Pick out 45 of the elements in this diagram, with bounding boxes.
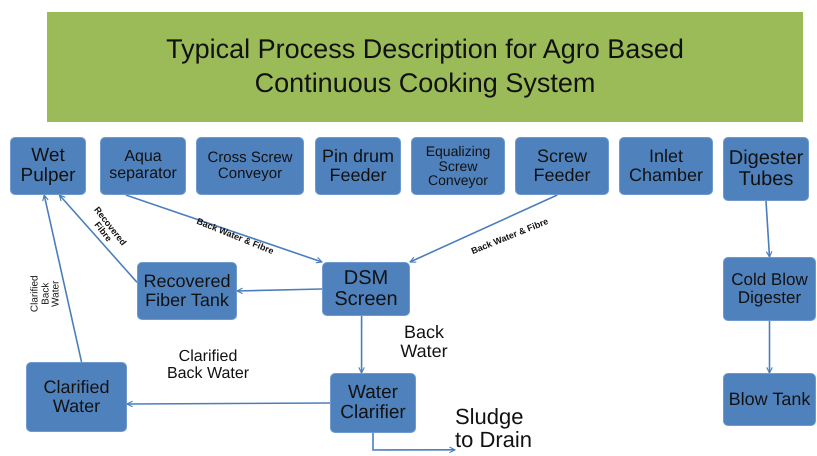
- edge-label: Clarified Back Water: [166, 349, 250, 383]
- edge-label: Back Water & Fibre: [468, 215, 551, 258]
- box-label: DSM Screen: [333, 268, 399, 310]
- process-box: [315, 137, 401, 195]
- arrow: [372, 433, 456, 454]
- box-label: Wet Pulper: [20, 146, 76, 186]
- process-box: [723, 137, 809, 201]
- box-label: Cross Screw Conveyor: [206, 150, 294, 182]
- box-label: Inlet Chamber: [628, 147, 704, 185]
- process-box: [100, 137, 186, 195]
- arrow: [409, 194, 558, 263]
- process-box: [330, 373, 416, 433]
- box-label: Equalizing Screw Conveyor: [424, 144, 492, 188]
- arrow: [236, 288, 322, 294]
- output-label: Sludge to Drain: [455, 404, 534, 452]
- edge-label: Clarified Back Water: [30, 274, 62, 314]
- box-label: Recovered Fiber Tank: [142, 272, 232, 310]
- edge-label: Back Water: [399, 323, 449, 361]
- box-label: Digester Tubes: [728, 148, 804, 190]
- box-label: Pin drum Feeder: [320, 147, 396, 185]
- box-label: Screw Feeder: [532, 147, 592, 185]
- arrow: [765, 200, 772, 258]
- process-box: [196, 137, 304, 195]
- process-box: [619, 137, 713, 195]
- arrow: [126, 194, 323, 264]
- box-label: Clarified Water: [42, 378, 111, 416]
- arrow: [766, 321, 773, 374]
- edge-label: Back Water & Fibre: [194, 215, 276, 258]
- arrow: [42, 194, 82, 362]
- arrow: [358, 316, 365, 374]
- title: Typical Process Description for Agro Based Continuous Cooking System: [165, 33, 685, 100]
- box-label: Cold Blow Digester: [730, 271, 809, 307]
- process-box: [515, 137, 609, 195]
- process-box: [411, 137, 505, 195]
- box-label: Water Clarifier: [339, 383, 407, 423]
- process-box: [723, 257, 816, 321]
- box-label: Blow Tank: [728, 390, 812, 409]
- process-box: [723, 373, 816, 426]
- process-box: [137, 262, 237, 320]
- process-box: [26, 362, 127, 432]
- box-label: Aqua separator: [108, 149, 178, 183]
- arrow: [58, 194, 138, 283]
- process-box: [10, 137, 86, 195]
- process-box: [322, 262, 410, 316]
- arrow: [126, 400, 330, 408]
